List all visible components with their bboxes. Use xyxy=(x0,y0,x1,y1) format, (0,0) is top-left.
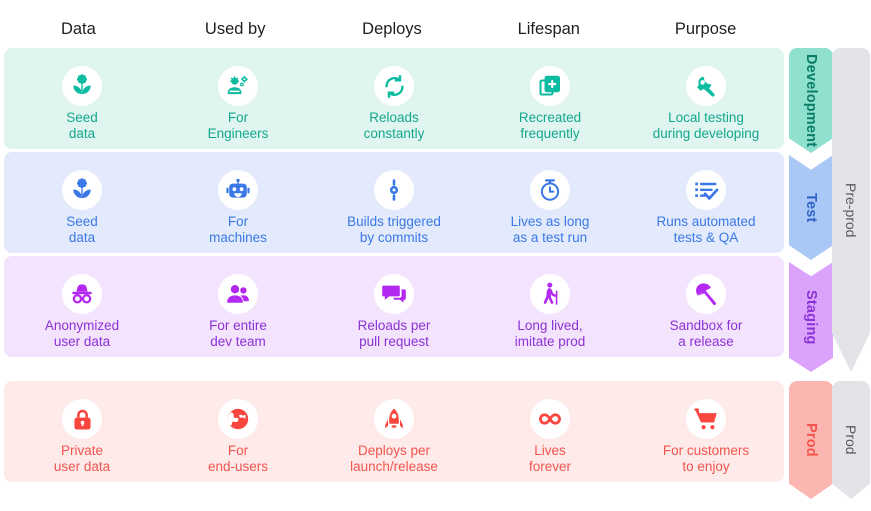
cell-label: For end-users xyxy=(207,443,269,474)
cell-label: Deploys per launch/release xyxy=(350,443,438,474)
cell-prod-used-by: For end-users xyxy=(160,388,316,475)
cell-label: Seed data xyxy=(66,110,98,141)
cell-test-deploys: Builds triggered by commits xyxy=(316,159,472,246)
column-header-used-by: Used by xyxy=(204,20,266,38)
cell-label: Runs automated tests & QA xyxy=(656,214,756,245)
stage-chevron-label: Development xyxy=(803,53,819,148)
cell-label: Recreated frequently xyxy=(518,110,582,141)
cell-label: Private user data xyxy=(53,443,111,474)
cell-label: Long lived, imitate prod xyxy=(514,318,586,349)
cell-label: Seed data xyxy=(66,214,98,245)
copy-add-icon xyxy=(530,66,570,106)
infinity-icon xyxy=(530,399,570,439)
row-prod: Private user data For end-users xyxy=(4,381,784,482)
commit-node-icon xyxy=(374,170,414,210)
stage-chevron-label: Prod xyxy=(803,423,819,457)
cell-prod-deploys: Deploys per launch/release xyxy=(316,388,472,475)
incognito-hat-glasses-icon xyxy=(62,274,102,314)
rocket-icon xyxy=(374,399,414,439)
cell-test-lifespan: Lives as long as a test run xyxy=(472,159,628,246)
cell-label: Reloads per pull request xyxy=(357,318,431,349)
row-staging: Anonymized user data For entire dev team xyxy=(4,256,784,357)
globe-icon xyxy=(218,399,258,439)
cell-test-purpose: Runs automated tests & QA xyxy=(628,159,784,246)
group-chevron-pre-prod: Pre-prod xyxy=(832,48,870,372)
shopping-cart-icon xyxy=(686,399,726,439)
checklist-icon xyxy=(686,170,726,210)
group-chevron-prod: Prod xyxy=(832,381,870,499)
comment-discussion-icon xyxy=(374,274,414,314)
row-test: Seed data For machines xyxy=(4,152,784,253)
cell-label: Anonymized user data xyxy=(44,318,120,349)
column-headers: Data Used by Deploys Lifespan Purpose xyxy=(0,14,784,44)
cell-prod-data: Private user data xyxy=(4,388,160,475)
wrench-icon xyxy=(686,66,726,106)
cell-development-data: Seed data xyxy=(4,55,160,142)
people-group-icon xyxy=(218,274,258,314)
robot-icon xyxy=(218,170,258,210)
group-chevron-label: Prod xyxy=(843,425,859,455)
cell-test-data: Seed data xyxy=(4,159,160,246)
cell-label: Lives as long as a test run xyxy=(510,214,590,245)
cell-label: For machines xyxy=(209,214,267,245)
cell-label: For entire dev team xyxy=(209,318,267,349)
cell-label: Reloads constantly xyxy=(363,110,425,141)
flower-seed-icon xyxy=(62,170,102,210)
stage-chevron-test: Test xyxy=(789,155,833,260)
engineer-person-gear-icon xyxy=(218,66,258,106)
cell-staging-purpose: Sandbox for a release xyxy=(628,263,784,350)
cell-prod-purpose: For customers to enjoy xyxy=(628,388,784,475)
cell-label: Builds triggered by commits xyxy=(347,214,441,245)
cell-development-deploys: Reloads constantly xyxy=(316,55,472,142)
column-header-data: Data xyxy=(60,20,96,38)
stage-chevron-development: Development xyxy=(789,48,833,153)
cell-staging-deploys: Reloads per pull request xyxy=(316,263,472,350)
column-header-lifespan: Lifespan xyxy=(517,20,580,38)
cell-label: Local testing during developing xyxy=(652,110,760,141)
cell-staging-lifespan: Long lived, imitate prod xyxy=(472,263,628,350)
cell-label: Lives forever xyxy=(528,443,572,474)
group-chevron-label: Pre-prod xyxy=(843,182,859,238)
stopwatch-icon xyxy=(530,170,570,210)
stage-chevron-label: Staging xyxy=(803,289,819,345)
stage-chevron-label: Test xyxy=(803,192,819,223)
cell-test-used-by: For machines xyxy=(160,159,316,246)
stage-chevron-staging: Staging xyxy=(789,262,833,372)
lock-icon xyxy=(62,399,102,439)
cell-label: Sandbox for a release xyxy=(669,318,743,349)
cell-development-used-by: For Engineers xyxy=(160,55,316,142)
row-development: Seed data xyxy=(4,48,784,149)
stage-chevron-prod: Prod xyxy=(789,381,833,499)
cell-staging-data: Anonymized user data xyxy=(4,263,160,350)
cell-development-purpose: Local testing during developing xyxy=(628,55,784,142)
beach-umbrella-icon xyxy=(686,274,726,314)
flower-seed-icon xyxy=(62,66,102,106)
walking-cane-person-icon xyxy=(530,274,570,314)
cell-label: For Engineers xyxy=(207,110,269,141)
cell-prod-lifespan: Lives forever xyxy=(472,388,628,475)
refresh-cycle-icon xyxy=(374,66,414,106)
cell-label: For customers to enjoy xyxy=(662,443,750,474)
cell-staging-used-by: For entire dev team xyxy=(160,263,316,350)
cell-development-lifespan: Recreated frequently xyxy=(472,55,628,142)
column-header-purpose: Purpose xyxy=(674,20,737,38)
column-header-deploys: Deploys xyxy=(362,20,422,38)
